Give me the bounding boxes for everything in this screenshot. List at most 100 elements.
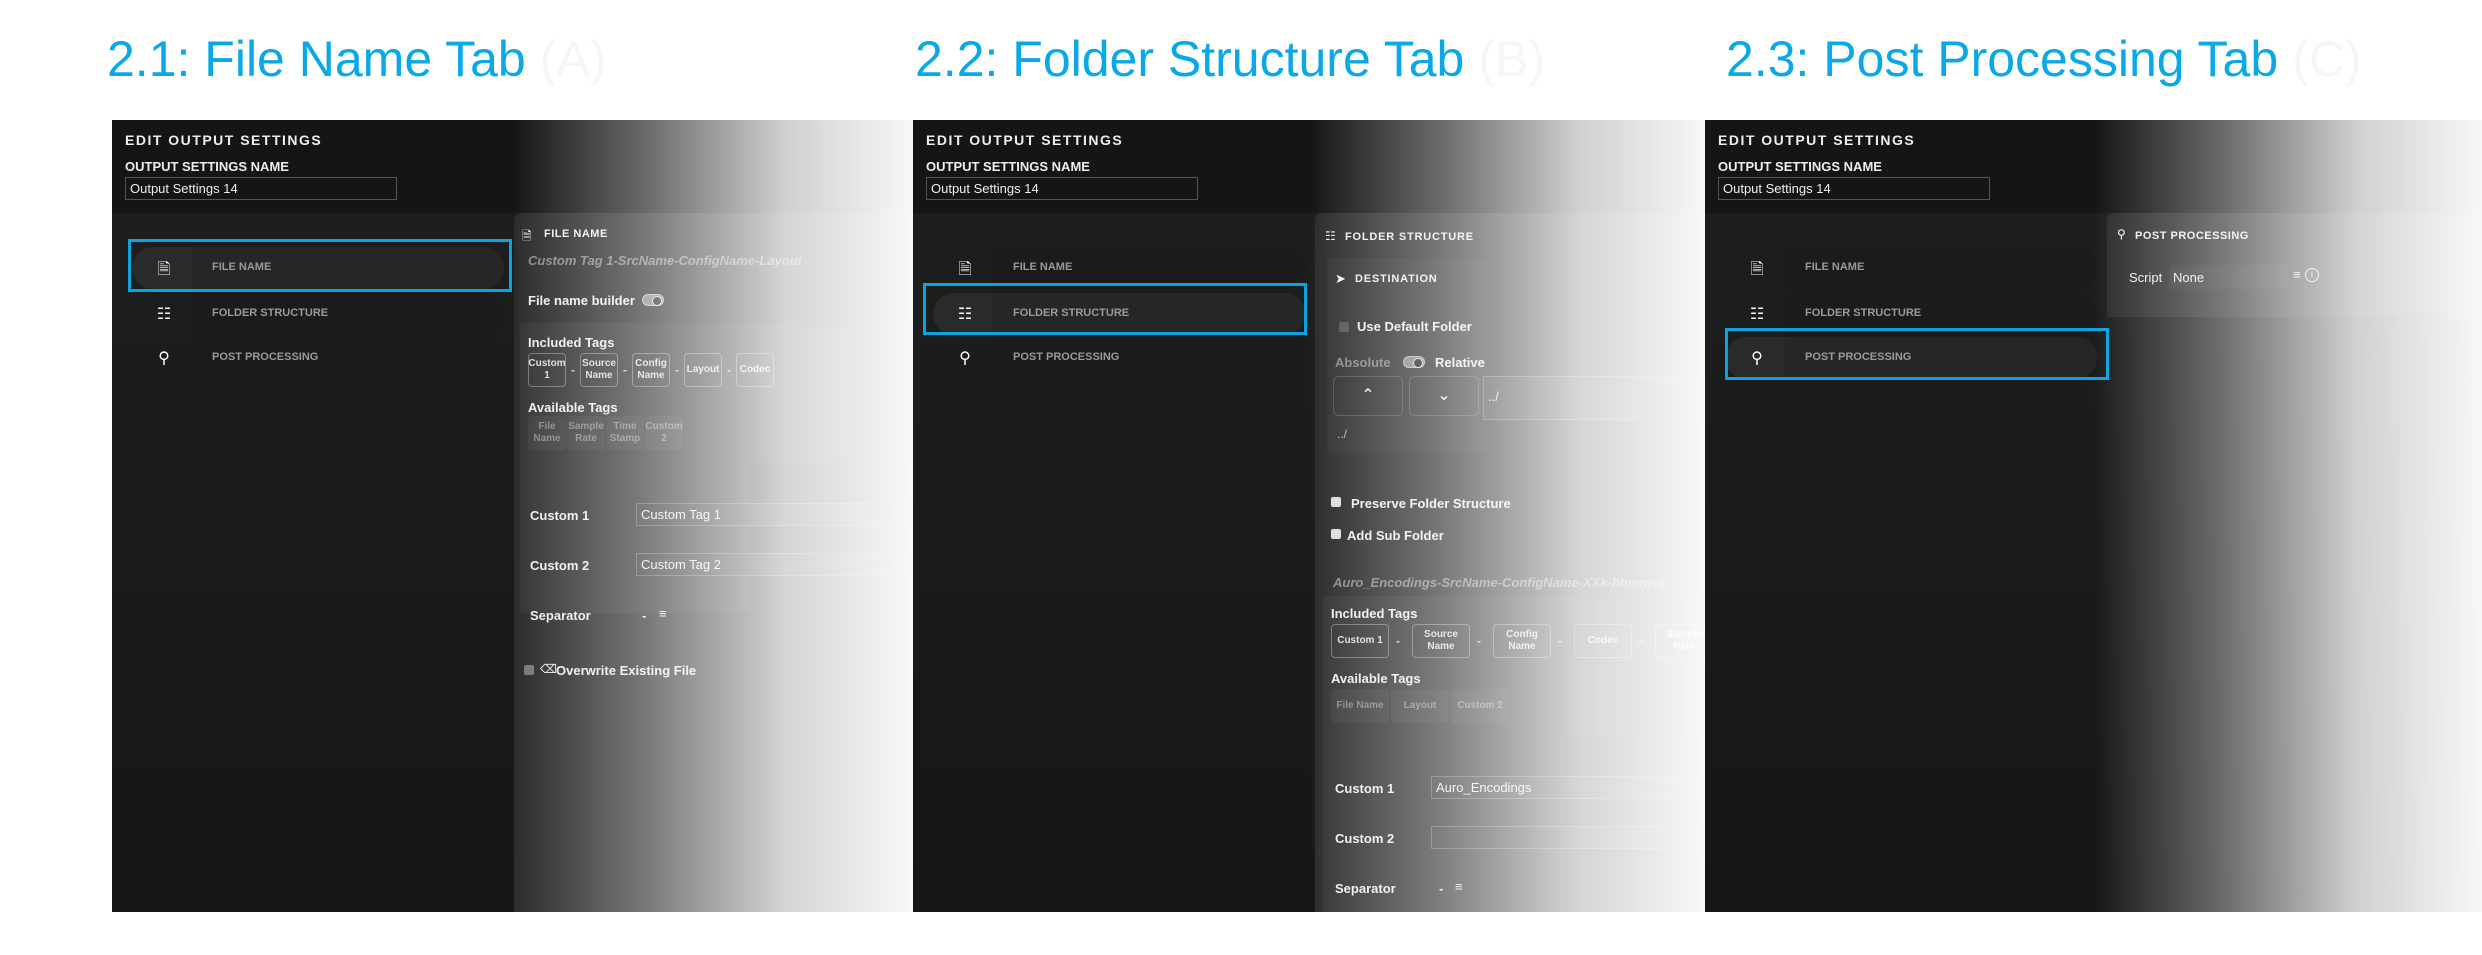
nav-item-file-name[interactable]: 🗎 FILE NAME: [132, 247, 504, 289]
tags-box: Included Tags Custom 1 - Source Name - C…: [520, 323, 913, 463]
dialog-heading: EDIT OUTPUT SETTINGS: [125, 132, 323, 148]
selection-highlight: [1725, 328, 2109, 380]
overwrite-label: Overwrite Existing File: [556, 663, 697, 678]
nav-label: POST PROCESSING: [212, 351, 319, 363]
folder-tree-icon: ☷: [156, 306, 172, 323]
included-tag[interactable]: Config Name: [1493, 624, 1551, 658]
separator-select[interactable]: -: [642, 608, 647, 623]
nav-label: FILE NAME: [212, 261, 272, 273]
custom2-input[interactable]: Custom Tag 2: [636, 553, 913, 576]
builder-label: File name builder: [528, 293, 635, 308]
section-title-post-processing: 2.3: Post Processing Tab(C): [1726, 30, 2362, 88]
path-display: ../: [1337, 427, 1348, 441]
list-icon[interactable]: ≡: [1455, 879, 1463, 894]
nav-item-post-processing[interactable]: ⚲ POST PROCESSING: [933, 337, 1305, 379]
nav-item-folder-structure[interactable]: ☷FOLDER STRUCTURE: [933, 293, 1305, 335]
path-up-button[interactable]: ⌃: [1333, 376, 1403, 416]
custom1-input[interactable]: Custom Tag 1: [636, 503, 913, 526]
add-sub-checkbox[interactable]: [1331, 529, 1341, 539]
file-icon: 🗎: [157, 261, 171, 278]
overwrite-checkbox[interactable]: [524, 665, 534, 675]
section-header: POST PROCESSING: [2135, 230, 2249, 242]
destination-header: DESTINATION: [1355, 273, 1438, 285]
nav-label: POST PROCESSING: [1013, 351, 1120, 363]
custom1-input[interactable]: Auro_Encodings: [1431, 776, 1705, 799]
nav-label: FILE NAME: [1013, 261, 1073, 273]
available-tag[interactable]: File Name: [1331, 689, 1389, 723]
section-header: FILE NAME: [544, 228, 608, 240]
available-tag[interactable]: Custom 2: [645, 416, 683, 450]
included-tag[interactable]: Sample Rate: [1655, 624, 1705, 658]
nav-item-file-name[interactable]: 🗎FILE NAME: [933, 247, 1305, 289]
script-select[interactable]: None: [2169, 265, 2289, 289]
file-icon: 🗎: [1750, 261, 1764, 278]
custom1-label: Custom 1: [1335, 781, 1395, 796]
eraser-icon: ⌫: [540, 662, 557, 676]
folder-preview: Auro_Encodings-SrcName-ConfigName-XXk-hh…: [1333, 575, 1666, 590]
nav-item-folder-structure[interactable]: ☷ FOLDER STRUCTURE: [132, 293, 504, 335]
separator-select[interactable]: -: [1439, 881, 1444, 896]
available-tags-label: Available Tags: [528, 400, 618, 415]
builder-toggle[interactable]: [642, 294, 664, 306]
included-tag[interactable]: Config Name: [632, 353, 670, 387]
custom2-label: Custom 2: [1335, 831, 1395, 846]
tags-box: Included Tags Custom 1 - Source Name - C…: [1323, 596, 1705, 736]
folder-structure-section: ☷ FOLDER STRUCTURE ➤ DESTINATION Use Def…: [1315, 213, 1705, 912]
tag-separator: -: [571, 363, 575, 377]
list-icon[interactable]: ≡: [659, 606, 667, 621]
title-text: 2.1: File Name Tab: [107, 31, 526, 87]
custom2-input[interactable]: [1431, 826, 1705, 849]
stamp-icon: ⚲: [158, 350, 170, 367]
path-input[interactable]: ../: [1483, 376, 1705, 420]
output-settings-name-input[interactable]: Output Settings 14: [1718, 177, 1990, 200]
tag-separator: -: [623, 363, 627, 377]
output-settings-name-input[interactable]: Output Settings 14: [926, 177, 1198, 200]
file-icon: 🗎: [522, 229, 532, 243]
output-settings-name-input[interactable]: Output Settings 14: [125, 177, 397, 200]
relative-label: Relative: [1435, 355, 1485, 370]
tag-separator: -: [1396, 634, 1400, 648]
included-tag[interactable]: Source Name: [580, 353, 618, 387]
preserve-checkbox[interactable]: [1331, 497, 1341, 507]
included-tag[interactable]: Source Name: [1412, 624, 1470, 658]
available-tag[interactable]: File Name: [528, 416, 566, 450]
available-tag[interactable]: Sample Rate: [567, 416, 605, 450]
panel-post-processing: EDIT OUTPUT SETTINGS OUTPUT SETTINGS NAM…: [1705, 120, 2482, 912]
panel-folder-structure: EDIT OUTPUT SETTINGS OUTPUT SETTINGS NAM…: [913, 120, 1705, 912]
stamp-icon: ⚲: [959, 350, 971, 367]
name-label: OUTPUT SETTINGS NAME: [1718, 159, 1882, 174]
send-icon: ➤: [1335, 271, 1346, 286]
included-tag[interactable]: Codec: [1574, 624, 1632, 658]
nav-item-post-processing[interactable]: ⚲ POST PROCESSING: [132, 337, 504, 379]
use-default-checkbox[interactable]: [1339, 322, 1349, 332]
nav-label: FOLDER STRUCTURE: [212, 307, 329, 319]
script-label: Script: [2129, 270, 2163, 285]
tag-separator: -: [675, 363, 679, 377]
list-icon[interactable]: ≡: [2293, 267, 2301, 282]
destination-box: [1327, 258, 1487, 453]
available-tag[interactable]: Layout: [1391, 689, 1449, 723]
post-processing-section: ⚲ POST PROCESSING Script None ≡ i: [2107, 213, 2482, 317]
info-icon[interactable]: i: [2305, 268, 2319, 282]
available-tag[interactable]: Custom 2: [1451, 689, 1509, 723]
tag-separator: -: [727, 363, 731, 377]
folder-tree-icon: ☷: [957, 306, 973, 323]
available-tag[interactable]: Time Stamp: [606, 416, 644, 450]
name-label: OUTPUT SETTINGS NAME: [125, 159, 289, 174]
dialog-heading: EDIT OUTPUT SETTINGS: [1718, 132, 1916, 148]
body: 🗎FILE NAME ☷FOLDER STRUCTURE ⚲POST PROCE…: [1705, 213, 2482, 912]
absolute-label: Absolute: [1335, 355, 1391, 370]
selection-highlight: [923, 283, 1307, 335]
nav-item-post-processing[interactable]: ⚲POST PROCESSING: [1725, 337, 2097, 379]
section-header: FOLDER STRUCTURE: [1345, 231, 1474, 243]
included-tag[interactable]: Layout: [684, 353, 722, 387]
included-tag[interactable]: Custom 1: [1331, 624, 1389, 658]
dialog-heading: EDIT OUTPUT SETTINGS: [926, 132, 1124, 148]
path-down-button[interactable]: ⌄: [1409, 376, 1479, 416]
nav-item-file-name[interactable]: 🗎FILE NAME: [1725, 247, 2097, 289]
included-tag[interactable]: Codec: [736, 353, 774, 387]
title-text: 2.2: Folder Structure Tab: [915, 31, 1465, 87]
absolute-relative-toggle[interactable]: [1403, 356, 1425, 368]
tag-separator: -: [1558, 634, 1562, 648]
included-tag[interactable]: Custom 1: [528, 353, 566, 387]
